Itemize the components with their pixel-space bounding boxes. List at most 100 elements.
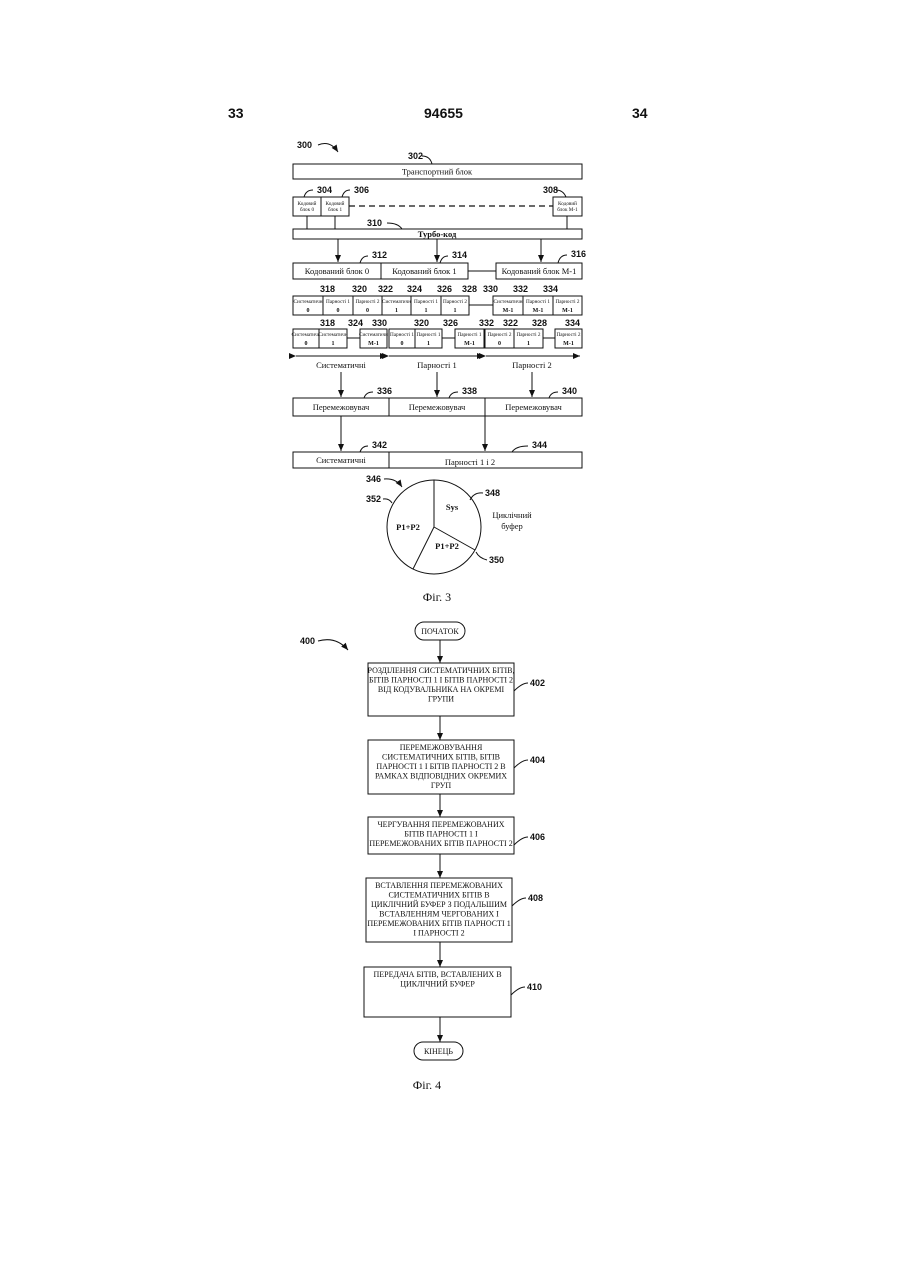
row1-cell: Парності 11: [411, 296, 441, 315]
code-block-0-line2: блок 0: [300, 206, 315, 213]
row2-cell-bottom: М-1: [563, 341, 574, 347]
ref-342-leader: [360, 446, 368, 452]
row2-cell-bottom: 0: [305, 341, 308, 347]
row2-cell: Парності 2 М-1: [555, 329, 582, 348]
ref-346-pointer: [384, 479, 402, 487]
step-text-line: ВІД КОДУВАЛЬНИКА НА ОКРЕМІ: [378, 685, 505, 694]
ref-400-pointer: [318, 640, 348, 650]
row2-cell: Парності 21: [514, 329, 543, 348]
ref-334-row2: 334: [565, 318, 580, 328]
group-parity1-label: Парності 1: [417, 360, 456, 370]
figure-3: 300 302 Транспортний блок 304 306 308 Ко…: [292, 140, 587, 604]
step-ref-number: 404: [530, 755, 545, 765]
ref-302: 302: [408, 151, 423, 161]
ref-340: 340: [562, 386, 577, 396]
row2-refs: 318 324 330 320 326 332 322 328 334: [320, 318, 580, 328]
ref-352-leader: [383, 499, 392, 503]
row1-cell-top: Парності 2: [443, 299, 467, 305]
row2-cell-bottom: М-1: [368, 341, 379, 347]
row1-cell-bottom: 0: [366, 308, 369, 314]
out-parity-label: Парності 1 і 2: [445, 457, 495, 467]
ref-318-row2: 318: [320, 318, 335, 328]
ref-340-leader: [549, 392, 558, 398]
row1-cell-bottom: М-1: [503, 308, 514, 314]
row2-cell-top: Парності 2: [556, 332, 580, 338]
ref-314: 314: [452, 250, 467, 260]
ref-324-row2: 324: [348, 318, 363, 328]
row1-cell: Парності 10: [323, 296, 353, 315]
ref-318: 318: [320, 284, 335, 294]
ref-344: 344: [532, 440, 547, 450]
step-text-line: ПЕРЕМЕЖОВАНИХ БІТІВ ПАРНОСТІ 1: [367, 919, 510, 928]
step-text-line: ЧЕРГУВАННЯ ПЕРЕМЕЖОВАНИХ: [377, 820, 504, 829]
step-ref-leader: [511, 987, 525, 995]
row2-cell: Систематичн 1: [319, 329, 348, 348]
step-text-line: ГРУПИ: [428, 695, 454, 704]
step-text-line: ВСТАВЛЕННЯМ ЧЕРГОВАНИХ І: [379, 910, 499, 919]
step-ref-number: 402: [530, 678, 545, 688]
ref-328-row2: 328: [532, 318, 547, 328]
step-text-line: ПАРНОСТІ 1 І БІТІВ ПАРНОСТІ 2 В: [376, 762, 505, 771]
ref-306: 306: [354, 185, 369, 195]
ref-324: 324: [407, 284, 422, 294]
row1-cell-top: Систематичн: [382, 299, 411, 305]
start-label: ПОЧАТОК: [421, 627, 459, 636]
ref-312: 312: [372, 250, 387, 260]
step-text-line: ПЕРЕМЕЖОВУВАННЯ: [400, 743, 483, 752]
code-block-m1-line2: блок М-1: [557, 206, 578, 213]
step-ref-leader: [514, 837, 528, 845]
step-text-line: ЦИКЛІЧНИЙ БУФЕР З ПОДАЛЬШИМ: [371, 900, 507, 909]
row2-cell-top: Систематичн: [359, 332, 388, 338]
ref-328: 328: [462, 284, 477, 294]
out-systematic-label: Систематичні: [316, 455, 366, 465]
ref-330: 330: [483, 284, 498, 294]
code-block-0-line1: Кодовий: [298, 200, 317, 207]
end-label: КІНЕЦЬ: [424, 1047, 453, 1056]
fig3-caption: Фіг. 3: [423, 590, 451, 604]
ref-322: 322: [378, 284, 393, 294]
ref-336-leader: [364, 392, 373, 398]
row2-cell-bottom: 1: [332, 341, 335, 347]
interleaver-1-label: Перемежовувач: [313, 402, 370, 412]
ref-350: 350: [489, 555, 504, 565]
step-text-line: ВСТАВЛЕННЯ ПЕРЕМЕЖОВАНИХ: [375, 881, 503, 890]
row2-cell-bottom: 0: [401, 341, 404, 347]
ref-352: 352: [366, 494, 381, 504]
row2-cell-top: Парності 2: [516, 332, 540, 338]
step-text-line: РАМКАХ ВІДПОВІДНИХ ОКРЕМИХ: [375, 772, 507, 781]
row1-refs: 318 320 322 324 326 328 330 332 334: [320, 284, 558, 294]
ref-304-leader: [304, 190, 313, 197]
row2-cell: СистематичнМ-1: [359, 329, 388, 348]
ref-304: 304: [317, 185, 332, 195]
row1-cell-top: Систематичн: [294, 299, 323, 305]
row1-cell-top: Парності 1: [414, 299, 438, 305]
ref-330-row2: 330: [372, 318, 387, 328]
ref-320-row2: 320: [414, 318, 429, 328]
row1-cell-bottom: 0: [337, 308, 340, 314]
step-text-line: СИСТЕМАТИЧНИХ БІТІВ В: [388, 891, 489, 900]
interleaver-3-label: Перемежовувач: [505, 402, 562, 412]
row2-cell: Парності 1М-1: [455, 329, 484, 348]
row2-cell: Парності 20: [485, 329, 514, 348]
row2-cell-top: Систематичн: [292, 332, 321, 338]
row1-cell-bottom: М-1: [562, 308, 573, 314]
sector-p1p2-bottom: P1+P2: [435, 541, 459, 551]
step-text-line: БІТІВ ПАРНОСТІ 1 І: [404, 830, 478, 839]
row2-cell-bottom: 0: [498, 341, 501, 347]
row1-cell: Систематичн0: [293, 296, 323, 315]
row2-cell-top: Парності 1: [457, 332, 481, 338]
ref-308: 308: [543, 185, 558, 195]
flowchart-steps: РОЗДІЛЕННЯ СИСТЕМАТИЧНИХ БІТІВ,БІТІВ ПАР…: [364, 663, 545, 1042]
ref-326-row2: 326: [443, 318, 458, 328]
code-block-1-line2: блок 1: [328, 206, 343, 213]
bit-groups-row-1: Систематичн0Парності 10Парності 20Систем…: [293, 296, 582, 315]
step-text-line: ЦИКЛІЧНИЙ БУФЕР: [400, 980, 475, 989]
figure-4: 400 ПОЧАТОК РОЗДІЛЕННЯ СИСТЕМАТИЧНИХ БІТ…: [300, 622, 545, 1092]
row2-cell-top: Систематичн: [319, 332, 348, 338]
group-systematic-label: Систематичні: [316, 360, 366, 370]
row2-cell-top: Парності 1: [390, 332, 414, 338]
row1-cell-top: Парності 2: [555, 299, 579, 305]
ref-312-leader: [360, 256, 368, 263]
ref-332-row2: 332: [479, 318, 494, 328]
